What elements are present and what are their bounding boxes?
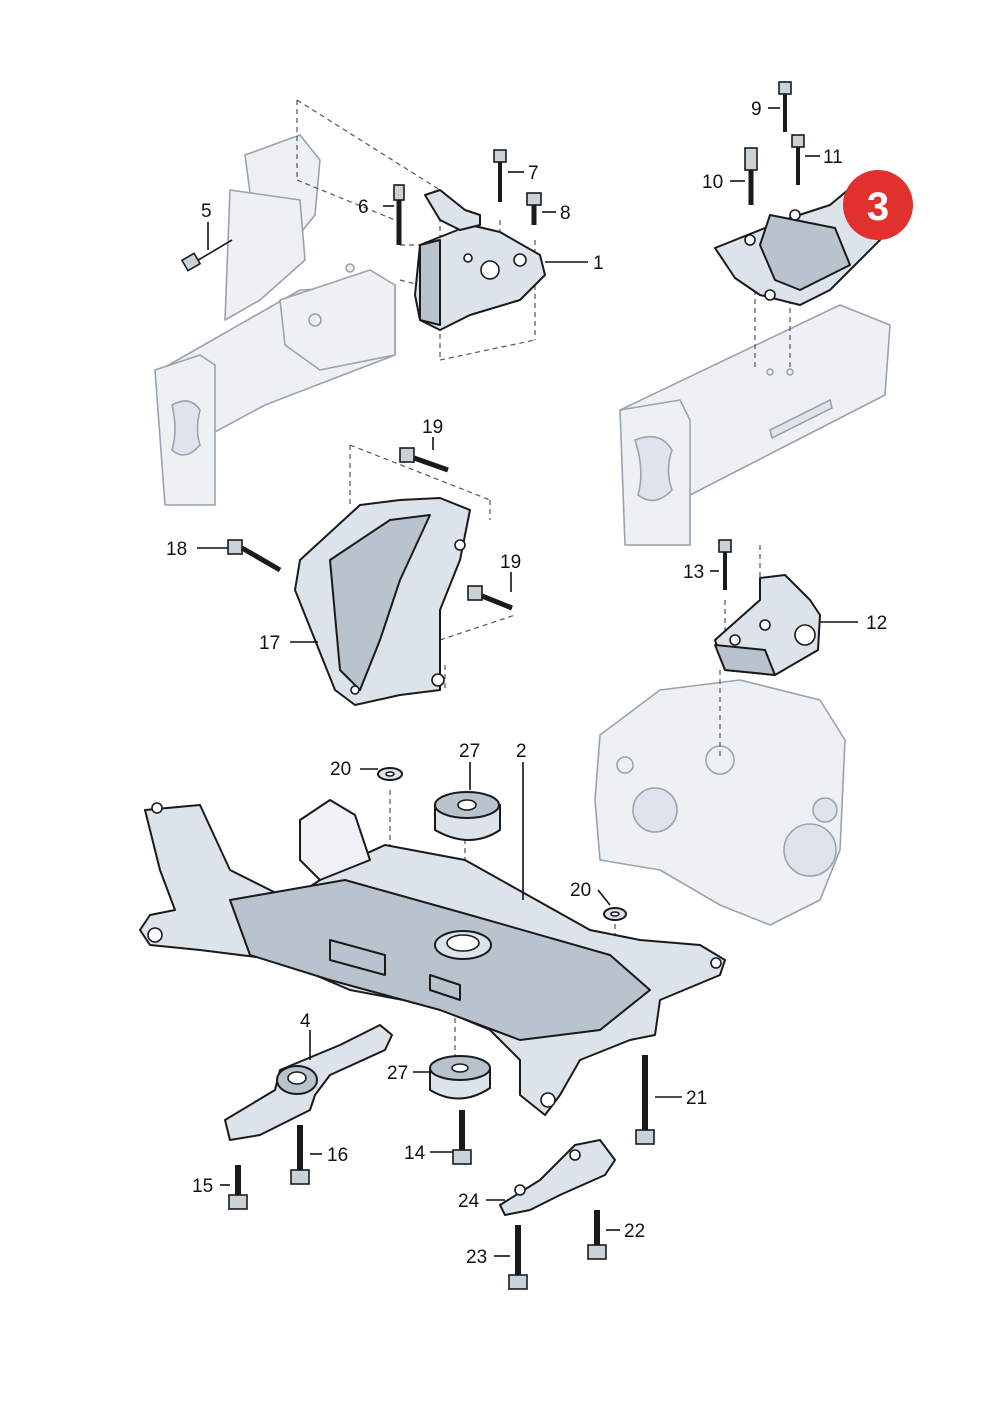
engine-mount-1 <box>414 189 546 331</box>
gearbox-bracket-12 <box>714 574 821 676</box>
label-22: 22 <box>624 1221 645 1242</box>
transmission-mount-3 <box>714 189 881 306</box>
label-20-upper: 20 <box>330 759 351 780</box>
label-2: 2 <box>516 741 527 762</box>
label-27-upper: 27 <box>459 741 480 762</box>
label-23: 23 <box>466 1247 487 1268</box>
badge-number: 3 <box>867 185 889 229</box>
label-13: 13 <box>683 562 704 583</box>
label-19-lower: 19 <box>500 552 521 573</box>
label-18: 18 <box>166 539 187 560</box>
label-1: 1 <box>593 253 604 274</box>
badge-circle <box>843 170 913 240</box>
label-16: 16 <box>327 1145 348 1166</box>
label-5: 5 <box>201 201 212 222</box>
label-24: 24 <box>458 1191 480 1212</box>
left-body-rail <box>154 134 396 506</box>
callout-badge-3: 3 <box>843 170 913 240</box>
washer-20-upper <box>377 767 403 781</box>
label-27-lower: 27 <box>387 1063 408 1084</box>
right-body-rail <box>619 304 891 546</box>
bushing-27-lower <box>429 1055 491 1100</box>
washer-20-lower <box>603 907 627 921</box>
part-labels: 1 2 4 5 6 7 8 9 10 11 12 13 14 15 16 17 … <box>166 99 887 1268</box>
label-9: 9 <box>751 99 762 120</box>
subframe-2 <box>139 799 726 1116</box>
label-21: 21 <box>686 1088 707 1109</box>
bolts <box>180 81 805 1290</box>
label-12: 12 <box>866 613 887 634</box>
gearbox-support-17 <box>294 497 471 706</box>
label-19-upper: 19 <box>422 417 443 438</box>
label-20-lower: 20 <box>570 880 591 901</box>
gearbox-housing <box>594 679 846 926</box>
leader-lines <box>197 107 858 1257</box>
label-17: 17 <box>259 633 280 654</box>
label-7: 7 <box>528 163 539 184</box>
label-4: 4 <box>300 1011 311 1032</box>
bushing-27-upper <box>434 791 501 841</box>
label-15: 15 <box>192 1176 213 1197</box>
label-11: 11 <box>823 147 843 168</box>
label-6: 6 <box>358 197 369 218</box>
pendulum-support-4 <box>224 1024 393 1141</box>
torque-bracket-24 <box>499 1139 616 1216</box>
label-14: 14 <box>404 1143 426 1164</box>
label-10: 10 <box>702 172 723 193</box>
label-8: 8 <box>560 203 571 224</box>
